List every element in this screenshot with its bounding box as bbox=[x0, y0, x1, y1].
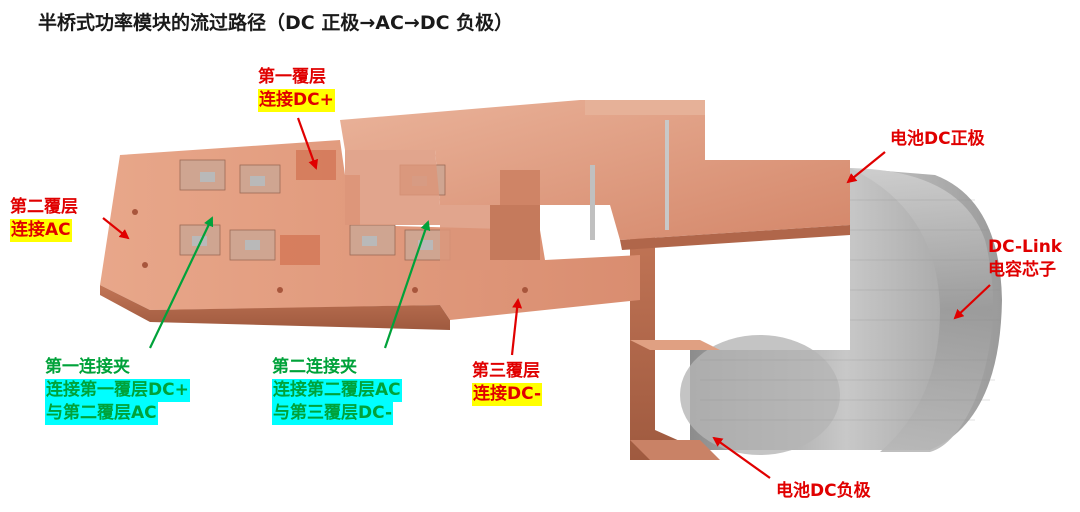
battery-negative-plate bbox=[630, 225, 720, 460]
layer3-label-title: 第三覆层 bbox=[472, 361, 540, 381]
clip1-label-title: 第一连接夹 bbox=[45, 357, 130, 377]
layer1-label-desc: 连接DC+ bbox=[258, 89, 335, 112]
clip1-label: 第一连接夹 连接第一覆层DC+ 与第二覆层AC bbox=[45, 356, 190, 425]
clip2-label-title: 第二连接夹 bbox=[272, 357, 357, 377]
layer2-label: 第二覆层 连接AC bbox=[10, 196, 78, 242]
layer2-label-title: 第二覆层 bbox=[10, 197, 78, 217]
connection-clip bbox=[345, 150, 540, 270]
capacitor-label: DC-Link 电容芯子 bbox=[988, 236, 1062, 282]
clip1-label-desc-1: 连接第一覆层DC+ bbox=[45, 379, 190, 402]
capacitor-core bbox=[680, 168, 1002, 455]
clip1-label-desc-2: 与第二覆层AC bbox=[45, 402, 158, 425]
clip2-label-desc-2: 与第三覆层DC- bbox=[272, 402, 394, 425]
layer2-label-desc: 连接AC bbox=[10, 219, 72, 242]
capacitor-label-title: DC-Link bbox=[988, 237, 1063, 257]
layer1-label: 第一覆层 连接DC+ bbox=[258, 66, 335, 112]
battery-positive-label: 电池DC正极 bbox=[890, 129, 985, 149]
layer1-label-title: 第一覆层 bbox=[258, 67, 326, 87]
capacitor-label-desc: 电容芯子 bbox=[988, 260, 1056, 280]
annotation-arrows bbox=[102, 117, 991, 479]
battery-negative-label: 电池DC负极 bbox=[776, 481, 871, 501]
clip2-label: 第二连接夹 连接第二覆层AC 与第三覆层DC- bbox=[272, 356, 402, 425]
clip2-label-desc-1: 连接第二覆层AC bbox=[272, 379, 402, 402]
layer3-label: 第三覆层 连接DC- bbox=[472, 360, 543, 406]
layer3-label-desc: 连接DC- bbox=[472, 383, 543, 406]
page-title: 半桥式功率模块的流过路径（DC 正极→AC→DC 负极） bbox=[38, 12, 514, 34]
